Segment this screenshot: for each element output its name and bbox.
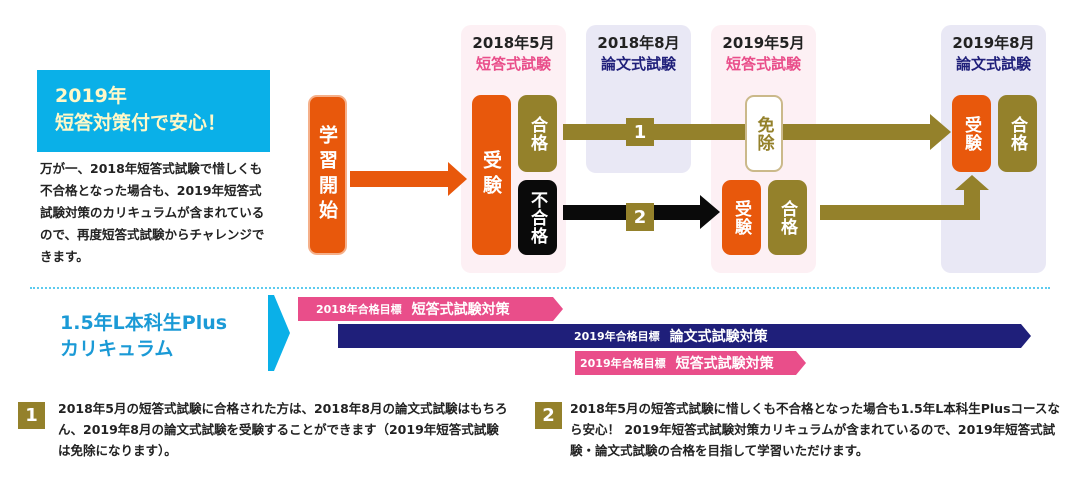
dotted-divider xyxy=(30,287,1050,289)
column-date: 2019年5月 xyxy=(722,34,805,52)
note-1-badge: 1 xyxy=(18,402,45,429)
column-exam: 短答式試験 xyxy=(475,55,551,73)
curriculum-title-line2: カリキュラム xyxy=(60,338,174,360)
pass-box-2019-may: 合格 xyxy=(768,180,807,255)
path-1-badge: 1 xyxy=(626,118,654,146)
intro-title-box: 2019年 短答対策付で安心！ xyxy=(37,70,270,152)
column-date: 2019年8月 xyxy=(952,34,1035,52)
bar-target: 2019年合格目標 xyxy=(580,357,666,370)
column-date: 2018年8月 xyxy=(597,34,680,52)
curriculum-bar-2019-essay: 2019年合格目標論文式試験対策 xyxy=(338,324,1031,348)
note-2-badge: 2 xyxy=(535,402,562,429)
curriculum-bar-2019-short: 2019年合格目標短答式試験対策 xyxy=(575,351,806,375)
fail-box-2018: 不合格 xyxy=(518,180,557,255)
path-2-badge: 2 xyxy=(626,203,654,231)
intro-title-line1: 2019年 xyxy=(55,85,127,107)
take-box-2019-aug: 受験 xyxy=(952,95,991,172)
intro-body: 万が一、2018年短答式試験で惜しくも不合格となった場合も、2019年短答式試験… xyxy=(40,161,265,264)
bar-target: 2019年合格目標 xyxy=(574,330,660,343)
bar-name: 短答式試験対策 xyxy=(411,302,510,318)
column-date: 2018年5月 xyxy=(472,34,555,52)
pass-box-2018: 合格 xyxy=(518,95,557,172)
take-box-2019-may: 受験 xyxy=(722,180,761,255)
start-arrow xyxy=(350,162,467,196)
exempt-box-2019: 免除 xyxy=(745,95,783,172)
column-exam: 論文式試験 xyxy=(955,55,1031,73)
chevron-right-icon xyxy=(268,295,290,371)
curriculum-title: 1.5年L本科生Plus カリキュラム xyxy=(60,310,227,362)
retry-pass-arrow xyxy=(820,175,989,220)
pass-box-2019-aug: 合格 xyxy=(998,95,1037,172)
start-study-box: 学習開始 xyxy=(308,95,347,255)
intro-title-line2: 短答対策付で安心！ xyxy=(55,112,227,134)
column-exam: 論文式試験 xyxy=(600,55,676,73)
take-box-2018: 受験 xyxy=(472,95,511,255)
column-2018-aug: 2018年8月論文式試験 xyxy=(586,25,691,173)
note-2-text: 2018年5月の短答式試験に惜しくも不合格となった場合も1.5年L本科生Plus… xyxy=(570,401,1060,458)
curriculum-bar-2018-short: 2018年合格目標短答式試験対策 xyxy=(298,297,563,321)
curriculum-title-line1: 1.5年L本科生Plus xyxy=(60,312,228,334)
note-1-text: 2018年5月の短答式試験に合格された方は、2018年8月の論文式試験はもちろん… xyxy=(58,401,508,458)
column-exam: 短答式試験 xyxy=(725,55,801,73)
bar-target: 2018年合格目標 xyxy=(316,303,402,316)
bar-name: 論文式試験対策 xyxy=(669,329,768,345)
bar-name: 短答式試験対策 xyxy=(675,356,774,372)
